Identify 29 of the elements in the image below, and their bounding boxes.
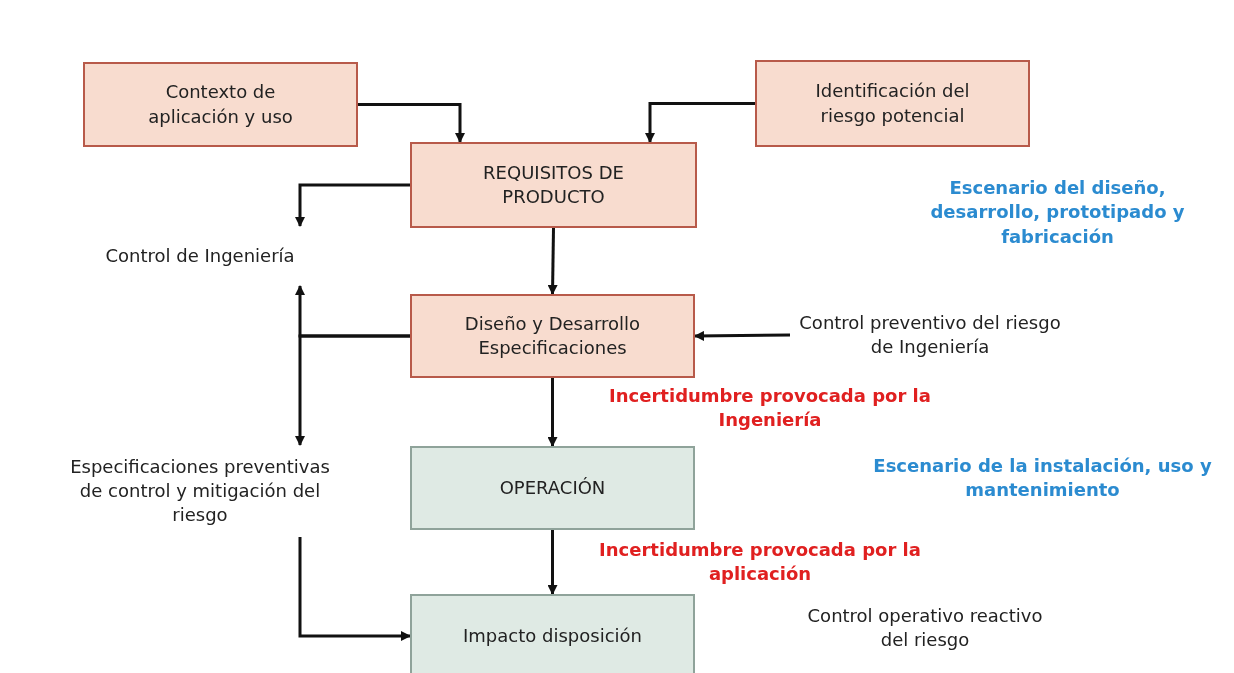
annotation-text: Incertidumbre provocada por la Ingeniería [608,384,932,433]
node-label: REQUISITOS DE PRODUCTO [482,160,625,209]
arrow [694,330,790,341]
arrow [547,530,558,595]
node-label: Diseño y Desarrollo Especificaciones [463,311,642,360]
process-box [410,294,695,378]
process-box [83,62,358,147]
node-label: Control preventivo del riesgo de Ingeniería [798,310,1062,359]
annotation-text: Escenario de la instalación, uso y mantenimiento [872,454,1213,503]
node-label: Identificación del riesgo potencial [814,79,971,128]
arrow [547,227,558,295]
arrow [295,183,410,227]
node-label: OPERACIÓN [499,475,606,500]
node-label: Control de Ingeniería [105,243,295,268]
arrow [547,378,558,447]
process-box [410,142,697,228]
node-label: Impacto disposición [463,623,642,648]
annotation-text: Incertidumbre provocada por la aplicación [598,538,922,587]
node-label: Contexto de aplicación y uso [147,80,294,129]
process-box [410,594,695,673]
process-box [755,60,1030,147]
process-box [410,446,695,530]
arrow [645,102,755,143]
arrow [295,334,410,446]
annotation-text: Escenario del diseño, desarrollo, prototipado y fabricación [929,176,1186,249]
arrow [298,537,411,641]
arrow [358,103,465,143]
annotation-text: Control operativo reactivo del riesgo [806,604,1044,653]
node-label: Especificaciones preventivas de control y mitigación del riesgo [69,454,331,528]
